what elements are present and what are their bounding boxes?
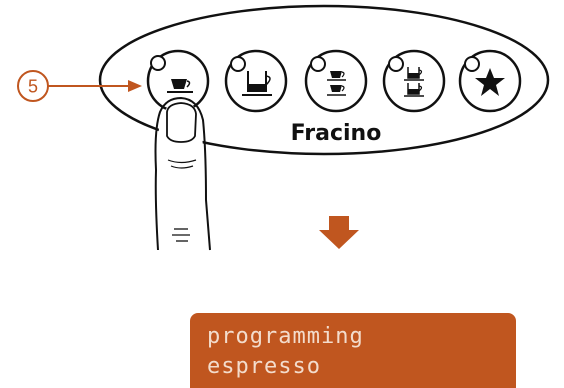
lcd-line-1: programming: [207, 324, 364, 349]
mug-icon: [242, 71, 272, 96]
button-led: [388, 56, 404, 72]
star-icon: [475, 68, 505, 96]
brand-logo: Fracino: [291, 121, 382, 146]
brand-name: Fracino: [291, 121, 382, 146]
double-coffee-button[interactable]: [382, 49, 446, 113]
button-led: [150, 55, 166, 71]
double-espresso-icon: [327, 71, 346, 96]
single-coffee-button[interactable]: [224, 49, 288, 113]
double-espresso-button[interactable]: [304, 49, 368, 113]
button-led: [310, 56, 326, 72]
pressing-finger: [154, 96, 211, 251]
lcd-display: programming espresso: [190, 313, 516, 388]
double-cup-icon: [404, 67, 424, 97]
single-espresso-cup-icon: [167, 79, 193, 93]
lcd-line-2: espresso: [207, 354, 321, 379]
favourite-button[interactable]: [458, 49, 522, 113]
down-arrow-icon: [319, 216, 359, 249]
button-led: [464, 56, 480, 72]
step-number: 5: [28, 77, 38, 97]
step-arrow-head: [128, 80, 142, 92]
button-led: [230, 56, 246, 72]
step-indicator: 5: [17, 70, 142, 102]
